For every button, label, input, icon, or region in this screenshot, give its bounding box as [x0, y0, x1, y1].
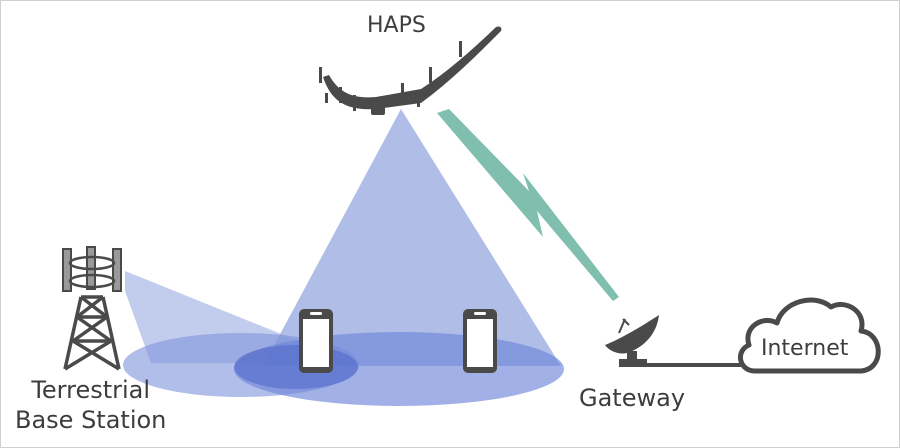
terrestrial-label-line2: Base Station: [15, 406, 167, 434]
satellite-dish-icon: [605, 315, 659, 367]
internet-label: Internet: [761, 336, 849, 361]
terrestrial-label-line1: Terrestrial: [31, 376, 151, 404]
haps-aircraft-icon: [319, 26, 502, 115]
smartphone-icon: [463, 309, 497, 373]
terrestrial-base-station-label: Terrestrial Base Station: [15, 375, 166, 435]
haps-coverage-beam: [263, 109, 561, 366]
gateway-label: Gateway: [579, 384, 686, 412]
haps-label: HAPS: [367, 13, 426, 38]
cloud-icon: [738, 297, 881, 374]
overlap-area: [234, 345, 358, 389]
smartphone-icon: [299, 309, 333, 373]
feeder-link-bolt: [437, 109, 619, 301]
cell-tower-icon: [62, 246, 122, 371]
